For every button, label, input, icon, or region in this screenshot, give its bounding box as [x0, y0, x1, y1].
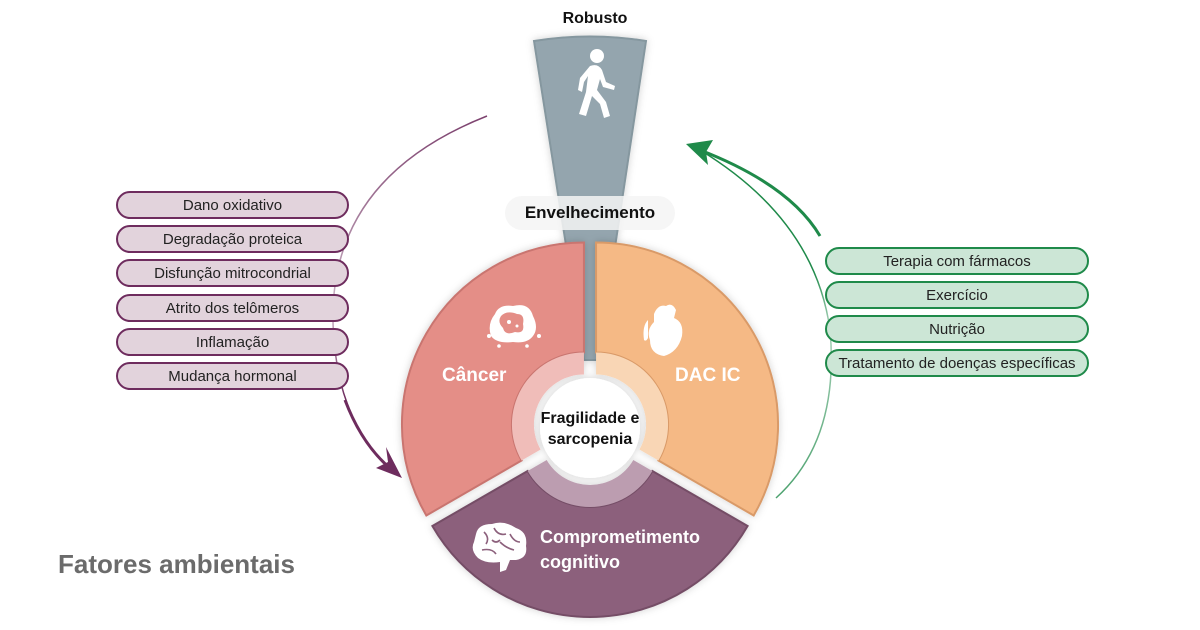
ring-cardiac [596, 352, 669, 461]
interventions-arrow [699, 148, 822, 237]
risk-factor-item: Atrito dos telômeros [116, 294, 349, 322]
center-label-line2: sarcopenia [547, 431, 633, 448]
cardiac-label: DAC IC [675, 365, 741, 386]
center-label: Fragilidade e sarcopenia [530, 408, 650, 450]
walking-person-icon [578, 49, 615, 118]
aging-label: Envelhecimento [505, 196, 675, 230]
heart-icon [643, 304, 683, 356]
intervention-item: Tratamento de doenças específicas [825, 349, 1089, 377]
cognitive-label-line2: cognitivo [540, 552, 620, 572]
brain-icon [472, 522, 527, 572]
risk-factor-item: Disfunção mitrocondrial [116, 259, 349, 287]
intervention-item: Nutrição [825, 315, 1089, 343]
robust-label: Robusto [562, 10, 628, 27]
center-label-line1: Fragilidade e [540, 410, 640, 427]
ring-cognitive [527, 460, 653, 507]
risk-factor-item: Mudança hormonal [116, 362, 349, 390]
risk-factor-item: Inflamação [116, 328, 349, 356]
risk-factors-arrow-tail [343, 399, 393, 472]
center-circle [540, 378, 640, 478]
intervention-item: Terapia com fármacos [825, 247, 1089, 275]
cancer-label: Câncer [442, 365, 507, 386]
risk-factor-item: Dano oxidativo [116, 191, 349, 219]
environmental-factors-label: Fatores ambientais [58, 549, 295, 579]
interventions-arrowhead [686, 140, 713, 165]
risk-factors-arrowhead [376, 447, 402, 478]
tumor-cell-icon [487, 305, 541, 348]
ring-cancer [511, 352, 584, 461]
intervention-item: Exercício [825, 281, 1089, 309]
risk-factor-item: Degradação proteica [116, 225, 349, 253]
cognitive-label-line1: Comprometimento [540, 527, 701, 547]
